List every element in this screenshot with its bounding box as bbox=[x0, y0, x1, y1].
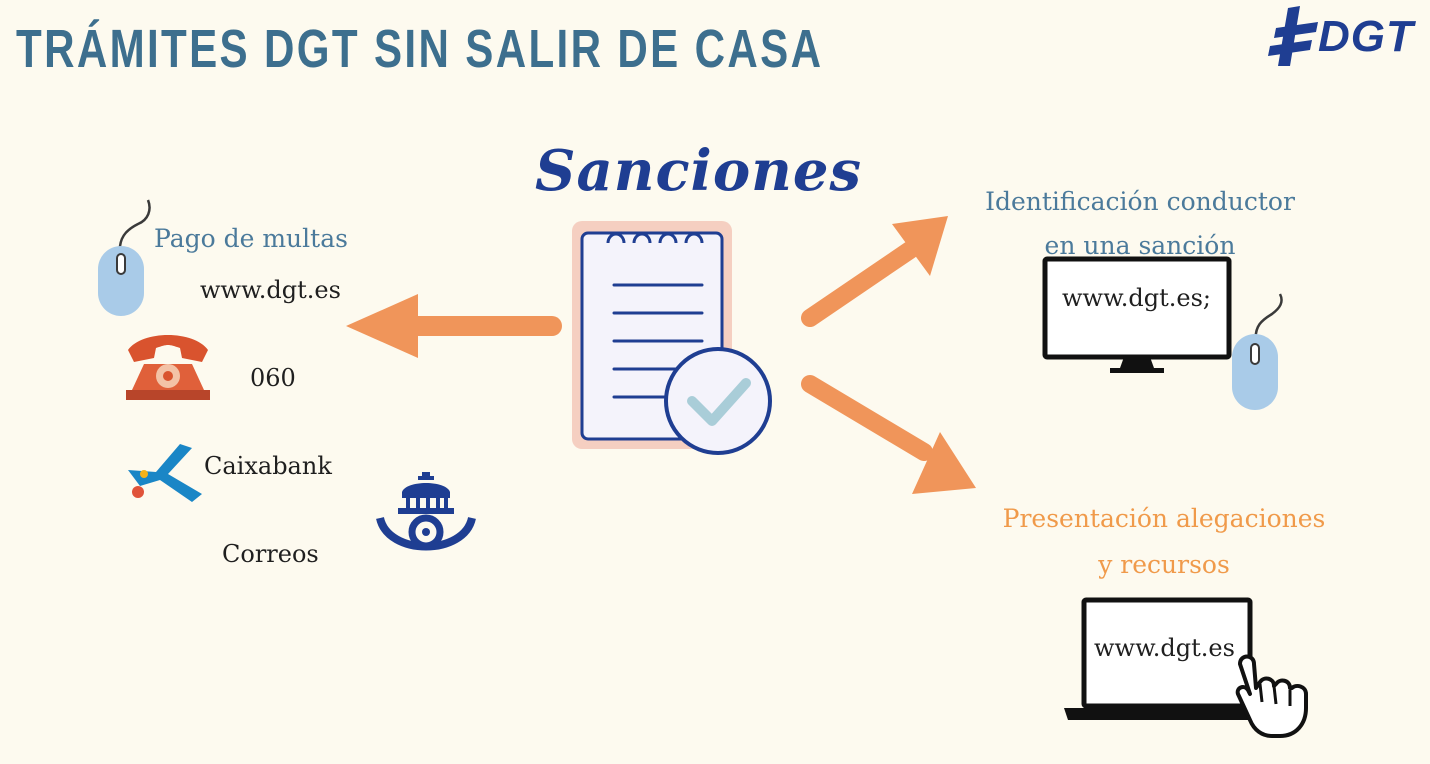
pago-multas-label: Pago de multas bbox=[154, 224, 348, 253]
alegaciones-line-2: y recursos bbox=[1098, 550, 1230, 579]
alegaciones-recursos-label: Presentación alegaciones y recursos bbox=[986, 496, 1342, 588]
identificacion-line-1: Identificación conductor bbox=[985, 187, 1295, 216]
arrow-down-right bbox=[801, 375, 976, 494]
caixabank-label: Caixabank bbox=[204, 452, 332, 480]
sanciones-heading: Sanciones bbox=[535, 138, 863, 204]
notepad-check-icon bbox=[572, 221, 772, 455]
pointer-hand-icon bbox=[1235, 654, 1308, 738]
arrow-left bbox=[346, 294, 562, 358]
correos-label: Correos bbox=[222, 540, 319, 568]
monitor-web-link[interactable]: www.dgt.es; bbox=[1062, 284, 1212, 312]
pago-web-link[interactable]: www.dgt.es bbox=[200, 276, 341, 304]
page-title: TRÁMITES DGT SIN SALIR DE CASA bbox=[16, 19, 824, 79]
correos-logo-icon bbox=[376, 472, 476, 551]
identificacion-line-2: en una sanción bbox=[1044, 231, 1236, 260]
mouse-icon bbox=[98, 199, 151, 316]
alegaciones-line-1: Presentación alegaciones bbox=[1002, 504, 1326, 533]
laptop-icon bbox=[1064, 597, 1256, 720]
dgt-logo-text: DGT bbox=[1318, 12, 1414, 61]
identificacion-conductor-label: Identificación conductor en una sanción bbox=[960, 180, 1320, 268]
dgt-logo-icon bbox=[1268, 6, 1318, 66]
arrow-up-right bbox=[801, 216, 948, 327]
phone-number: 060 bbox=[250, 364, 296, 392]
mouse-icon-right bbox=[1232, 293, 1283, 410]
laptop-web-link[interactable]: www.dgt.es bbox=[1094, 634, 1235, 662]
phone-icon bbox=[126, 335, 210, 400]
caixabank-logo-icon bbox=[128, 444, 202, 502]
monitor-icon bbox=[1042, 256, 1232, 373]
